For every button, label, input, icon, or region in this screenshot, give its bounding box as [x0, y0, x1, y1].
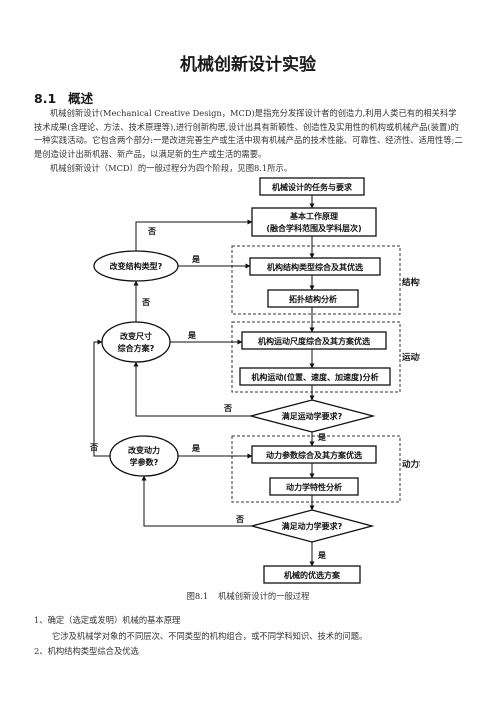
- principle-subtext: (融合学科范围及学科层次): [266, 223, 361, 233]
- arrow-dyn-no: [93, 339, 110, 457]
- label-yes-struct: 是: [191, 254, 200, 264]
- change-dim-text-1: 改变尺寸: [120, 331, 152, 341]
- kin-analysis-text: 机构运动(位置、速度、加速度)分析: [251, 372, 378, 382]
- label-yes-kin: 是: [317, 432, 326, 442]
- change-struct-text: 改变结构类型?: [110, 261, 163, 271]
- dyn-check-text: 满足动力学要求?: [282, 521, 343, 531]
- change-dyn-text-2: 学参数?: [130, 457, 159, 467]
- label-no-dyncheck: 否: [235, 515, 244, 524]
- label-no-struct: 否: [141, 298, 150, 307]
- group-box-structure: [231, 245, 401, 315]
- label-no-dyn-left: 否: [90, 443, 98, 452]
- label-structure: 结构学: [402, 277, 420, 288]
- kin-check-text: 满足运动学要求?: [282, 411, 343, 421]
- topo-text: 拓扑结构分析: [289, 294, 337, 304]
- label-no-top: 否: [147, 227, 156, 236]
- change-dim-ellipse: [101, 321, 171, 363]
- group-box-dynamics: [231, 435, 401, 503]
- label-yes-final: 是: [317, 550, 326, 560]
- label-yes-dyn: 是: [191, 443, 200, 453]
- caption-text: 机械创新设计的一般过程: [218, 591, 310, 601]
- section-title: 概述: [68, 91, 94, 106]
- arrow-dyncheck-no: [141, 475, 252, 527]
- list-item-1-body: 它涉及机械学对象的不同层次、不同类型的机构组合，或不同学科知识、技术的问题。: [52, 631, 368, 641]
- label-yes-dim: 是: [187, 330, 196, 340]
- page-title: 机械创新设计实验: [180, 55, 316, 75]
- dyn-analysis-text: 动力学特性分析: [286, 482, 342, 492]
- dyn-synth-text: 动力参数综合及其方案优选: [266, 450, 362, 460]
- flowchart: 机械设计的任务与要求 基本工作原理 (融合学科范围及学科层次) 机构结构类型综合…: [90, 177, 420, 584]
- principle-text: 基本工作原理: [289, 211, 338, 221]
- paragraph-process: 机械创新设计（MCD）的一般过程分为四个阶段，见图8.1所示。: [50, 163, 293, 173]
- list-item-1: 1、确定（选定或发明）机械的基本原理: [34, 615, 181, 625]
- paragraph-intro: 机械创新设计(Mechanical Creative Design，MCD)是指…: [34, 108, 463, 159]
- figure-caption: 图8.1 机械创新设计的一般过程: [0, 590, 496, 602]
- section-heading: 8.1 概述: [34, 88, 93, 107]
- kin-analysis-box: [239, 367, 391, 386]
- change-dim-text-2: 综合方案?: [118, 343, 155, 353]
- label-no-kin: 否: [223, 404, 232, 413]
- caption-number: 图8.1: [186, 591, 209, 601]
- change-dyn-text-1: 改变动力: [128, 445, 160, 455]
- label-dynamics: 动力学: [402, 459, 420, 470]
- kin-synth-text: 机构运动尺度综合及其方案优选: [258, 336, 370, 346]
- struct-synth-text: 机构结构类型综合及其优选: [267, 262, 363, 272]
- group-box-kinematics: [231, 321, 401, 393]
- change-dyn-ellipse: [109, 435, 179, 477]
- label-kinematics: 运动学: [402, 352, 420, 363]
- task-text: 机械设计的任务与要求: [272, 182, 353, 192]
- list-item-2: 2、机构结构类型综合及优选: [34, 646, 139, 656]
- final-text: 机械的优选方案: [284, 570, 341, 580]
- section-number: 8.1: [34, 91, 57, 106]
- arrow-struct-no: [135, 219, 253, 251]
- arrow-kincheck-no: [133, 361, 251, 417]
